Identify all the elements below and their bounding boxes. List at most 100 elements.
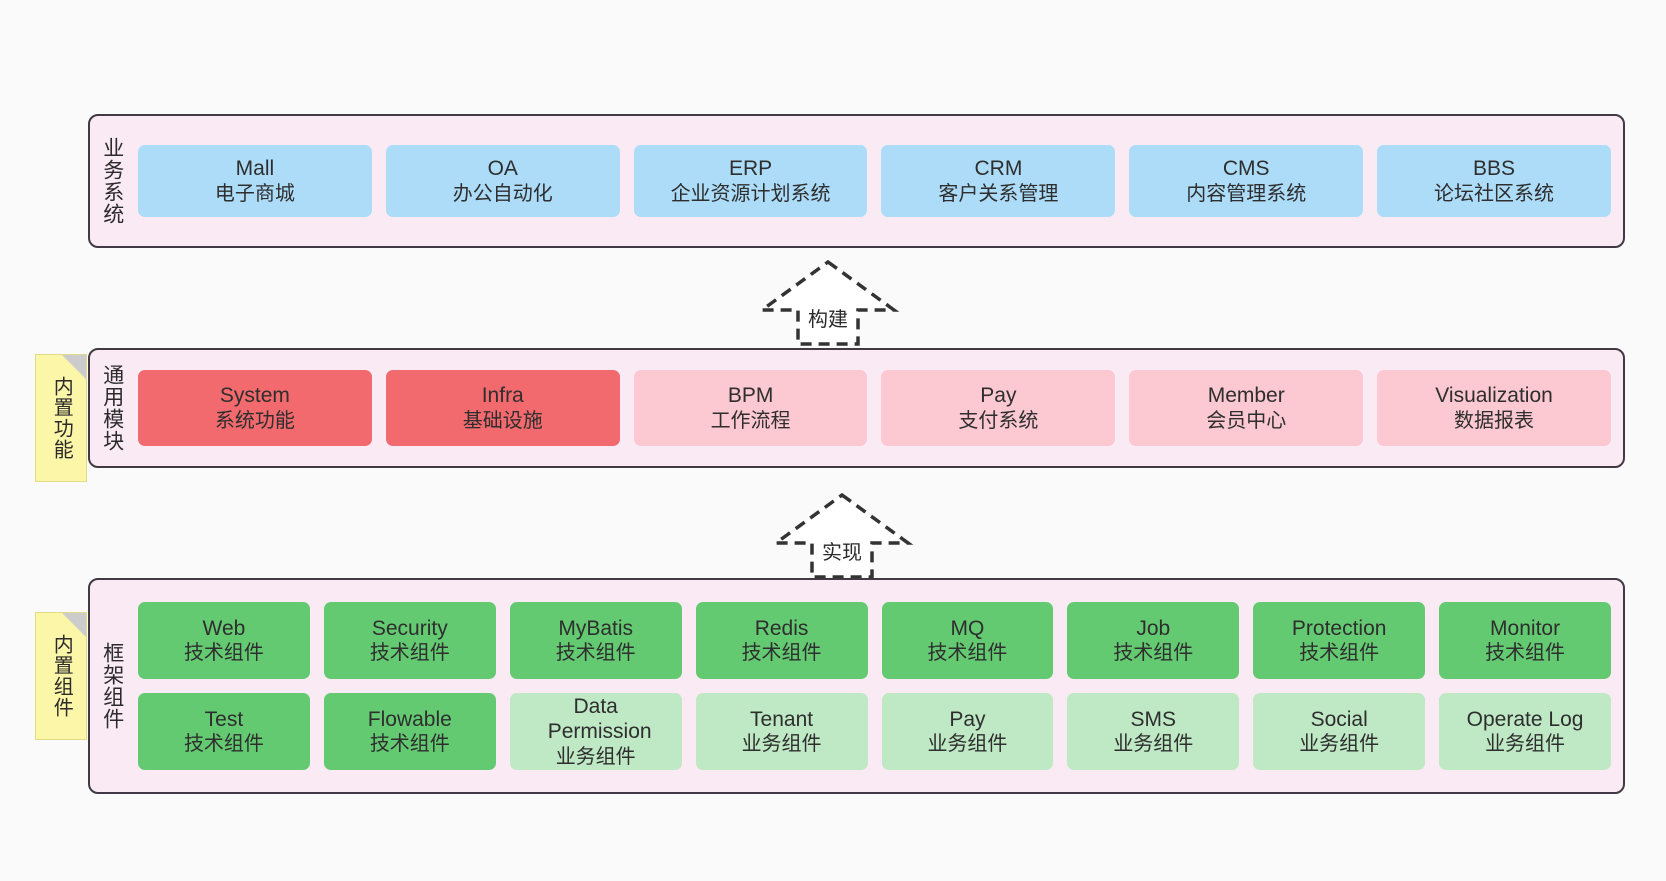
connector-build: 构建 <box>756 258 900 346</box>
card-pay[interactable]: Pay 支付系统 <box>881 370 1116 446</box>
card-infra[interactable]: Infra 基础设施 <box>385 370 620 446</box>
card-erp[interactable]: ERP 企业资源计划系统 <box>633 145 868 217</box>
card-protection[interactable]: Protection 技术组件 <box>1253 602 1426 679</box>
card-title: Web <box>202 616 246 640</box>
layer-body-business-system: Mall 电子商城 OA 办公自动化 ERP 企业资源计划系统 CRM 客户关系… <box>134 116 1623 246</box>
folded-corner-icon <box>62 613 86 637</box>
card-title: System <box>219 384 290 407</box>
card-monitor[interactable]: Monitor 技术组件 <box>1439 602 1611 679</box>
card-title: Redis <box>754 616 809 640</box>
connector-implement-label: 实现 <box>822 542 862 564</box>
card-bpm[interactable]: BPM 工作流程 <box>633 370 868 446</box>
card-subtitle: 业务组件 <box>1299 733 1380 756</box>
card-crm[interactable]: CRM 客户关系管理 <box>881 145 1116 217</box>
card-subtitle: 技术组件 <box>183 642 264 665</box>
layer-title-framework-components: 框架组件 <box>100 642 124 730</box>
card-title: Security <box>371 616 448 640</box>
card-social[interactable]: Social 业务组件 <box>1253 693 1426 770</box>
card-subtitle: 系统功能 <box>214 409 295 432</box>
card-system[interactable]: System 系统功能 <box>138 370 372 446</box>
card-title: Visualization <box>1435 384 1553 407</box>
card-title: Operate Log <box>1466 707 1584 731</box>
card-mybatis[interactable]: MyBatis 技术组件 <box>509 602 682 679</box>
card-mall[interactable]: Mall 电子商城 <box>138 145 372 217</box>
card-title: Tenant <box>750 707 814 731</box>
card-pay-component[interactable]: Pay 业务组件 <box>881 693 1054 770</box>
card-subtitle: 会员中心 <box>1206 409 1287 432</box>
card-title: SMS <box>1130 707 1177 731</box>
card-job[interactable]: Job 技术组件 <box>1067 602 1240 679</box>
dashed-up-arrow-icon <box>770 492 914 579</box>
card-subtitle: 业务组件 <box>741 733 822 756</box>
card-flowable[interactable]: Flowable 技术组件 <box>323 693 496 770</box>
layer-common-modules: 通用模块 System 系统功能 Infra 基础设施 BPM 工作流程 Pay… <box>88 348 1625 468</box>
card-subtitle: 业务组件 <box>1113 733 1194 756</box>
card-title: Pay <box>949 707 986 731</box>
layer-business-system: 业务系统 Mall 电子商城 OA 办公自动化 ERP 企业资源计划系统 CRM… <box>88 114 1625 248</box>
card-operate-log[interactable]: Operate Log 业务组件 <box>1439 693 1611 770</box>
card-title: Job <box>1136 616 1171 640</box>
card-test[interactable]: Test 技术组件 <box>138 693 310 770</box>
card-title: Pay <box>980 384 1017 407</box>
sticky-note-builtin-components: 内置组件 <box>35 612 87 740</box>
card-oa[interactable]: OA 办公自动化 <box>385 145 620 217</box>
layer-body-common-modules: System 系统功能 Infra 基础设施 BPM 工作流程 Pay 支付系统… <box>134 350 1623 466</box>
card-web[interactable]: Web 技术组件 <box>138 602 310 679</box>
card-subtitle: 内容管理系统 <box>1186 182 1307 205</box>
connector-implement: 实现 <box>770 491 914 579</box>
card-title: BBS <box>1473 157 1516 180</box>
card-row: Web 技术组件 Security 技术组件 MyBatis 技术组件 Redi… <box>138 602 1611 679</box>
card-subtitle: 业务组件 <box>927 733 1008 756</box>
sticky-note-builtin-features: 内置功能 <box>35 354 87 482</box>
card-title: MQ <box>950 616 985 640</box>
card-title: OA <box>487 157 518 180</box>
sticky-note-label: 内置组件 <box>50 634 73 718</box>
card-subtitle: 技术组件 <box>1299 642 1380 665</box>
card-subtitle: 电子商城 <box>214 182 295 205</box>
card-title: CRM <box>974 157 1023 180</box>
card-subtitle: 客户关系管理 <box>938 182 1059 205</box>
card-title: Data Permission <box>547 694 652 744</box>
card-title: Mall <box>235 157 275 180</box>
connector-build-label: 构建 <box>808 309 848 331</box>
card-data-permission[interactable]: Data Permission 业务组件 <box>509 693 682 770</box>
card-title: CMS <box>1222 157 1270 180</box>
layer-title-common-modules: 通用模块 <box>100 364 124 452</box>
card-title: Flowable <box>367 707 452 731</box>
card-redis[interactable]: Redis 技术组件 <box>695 602 868 679</box>
card-bbs[interactable]: BBS 论坛社区系统 <box>1377 145 1611 217</box>
layer-framework-components: 框架组件 Web 技术组件 Security 技术组件 MyBatis 技术组件… <box>88 578 1625 794</box>
card-subtitle: 办公自动化 <box>452 182 553 205</box>
layer-body-framework-components: Web 技术组件 Security 技术组件 MyBatis 技术组件 Redi… <box>134 580 1623 792</box>
card-row: Test 技术组件 Flowable 技术组件 Data Permission … <box>138 693 1611 770</box>
card-title: Test <box>204 707 244 731</box>
card-title: Monitor <box>1490 616 1561 640</box>
card-mq[interactable]: MQ 技术组件 <box>881 602 1054 679</box>
card-tenant[interactable]: Tenant 业务组件 <box>695 693 868 770</box>
card-visualization[interactable]: Visualization 数据报表 <box>1377 370 1611 446</box>
card-subtitle: 技术组件 <box>741 642 822 665</box>
card-subtitle: 技术组件 <box>369 642 450 665</box>
card-subtitle: 技术组件 <box>927 642 1008 665</box>
card-row: System 系统功能 Infra 基础设施 BPM 工作流程 Pay 支付系统… <box>138 370 1611 446</box>
card-subtitle: 数据报表 <box>1454 409 1535 432</box>
card-sms[interactable]: SMS 业务组件 <box>1067 693 1240 770</box>
card-title: MyBatis <box>558 616 634 640</box>
card-title: ERP <box>728 157 773 180</box>
card-title: Social <box>1310 707 1368 731</box>
dashed-up-arrow-icon <box>756 259 900 346</box>
card-row: Mall 电子商城 OA 办公自动化 ERP 企业资源计划系统 CRM 客户关系… <box>138 145 1611 217</box>
card-subtitle: 技术组件 <box>1485 642 1566 665</box>
card-title: Protection <box>1291 616 1387 640</box>
card-subtitle: 技术组件 <box>369 733 450 756</box>
card-member[interactable]: Member 会员中心 <box>1129 370 1364 446</box>
card-subtitle: 基础设施 <box>462 409 543 432</box>
card-cms[interactable]: CMS 内容管理系统 <box>1129 145 1364 217</box>
card-security[interactable]: Security 技术组件 <box>323 602 496 679</box>
card-subtitle: 支付系统 <box>958 409 1039 432</box>
card-subtitle: 技术组件 <box>1113 642 1194 665</box>
card-subtitle: 技术组件 <box>555 642 636 665</box>
card-title: Member <box>1207 384 1285 407</box>
sticky-note-label: 内置功能 <box>50 376 73 460</box>
